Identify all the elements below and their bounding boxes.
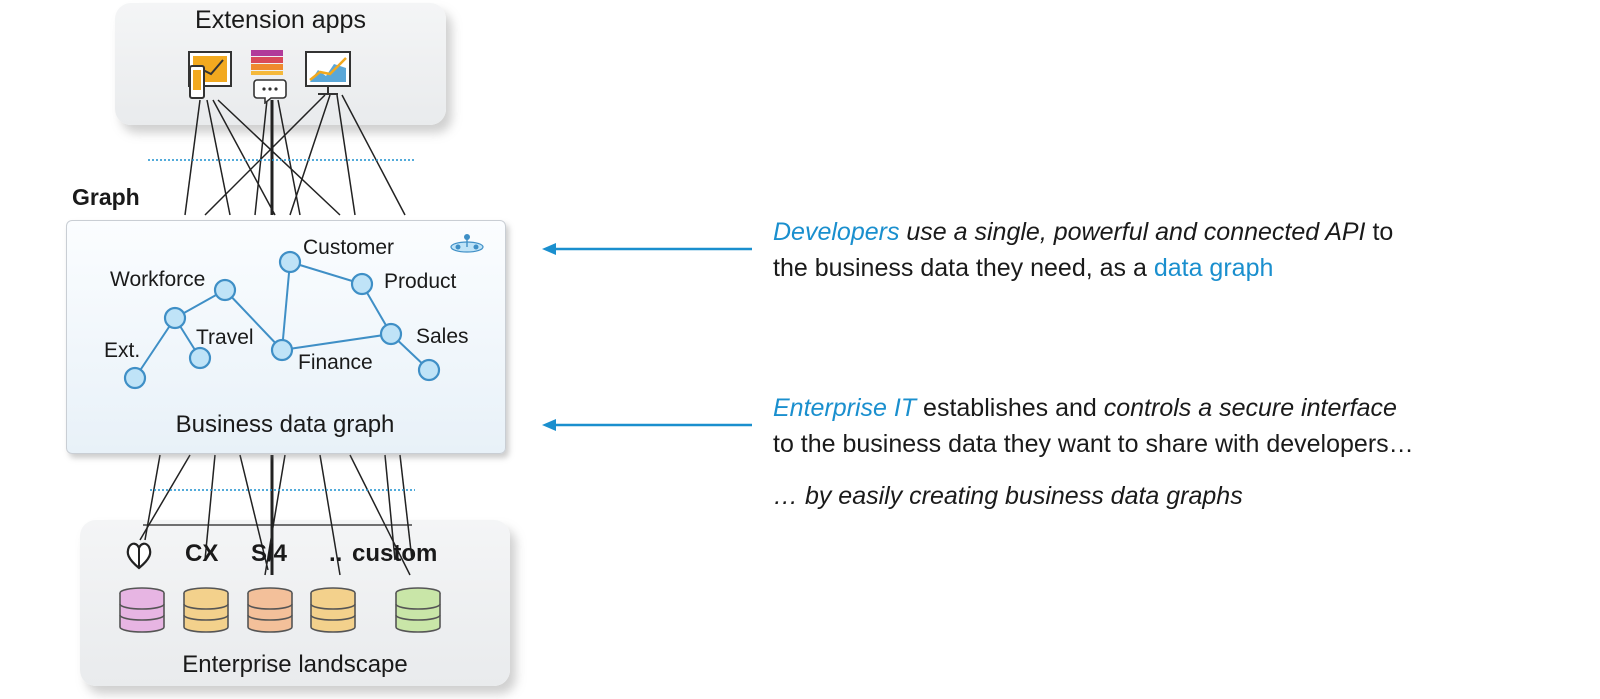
graph-node-travel (188, 346, 212, 370)
system-label-cx: CX (185, 540, 219, 567)
description-enterprise-it: Enterprise IT establishes and controls a… (773, 394, 1414, 458)
node-label-workforce: Workforce (110, 268, 206, 291)
graph-node-customer (278, 250, 302, 274)
graph-title: Business data graph (175, 411, 395, 438)
graph-node-product (350, 272, 374, 296)
node-label-finance: Finance (298, 351, 373, 374)
arrow-left-icon (542, 419, 556, 431)
term-enterprise-it: Enterprise IT (773, 394, 917, 422)
system-label-ellipsis: .. (329, 540, 343, 567)
graph-logo-icon (450, 234, 484, 253)
description-graphs: … by easily creating business data graph… (773, 482, 1243, 510)
node-label-ext: Ext. (104, 339, 141, 362)
graph-heading: Graph (72, 184, 140, 210)
chat-feed-icon (251, 50, 287, 104)
node-label-customer: Customer (303, 236, 395, 259)
extension-apps-title: Extension apps (195, 6, 366, 34)
node-label-travel: Travel (196, 326, 254, 349)
node-label-sales: Sales (416, 325, 469, 348)
heart-leaf-icon (126, 542, 152, 570)
monitor-chart-icon (305, 51, 351, 95)
graph-node-workforce (213, 278, 237, 302)
tablet-chart-icon (188, 51, 232, 99)
graph-node-ext (123, 366, 147, 390)
term-data-graph: data graph (1153, 254, 1274, 282)
graph-node-sales-link (379, 322, 403, 346)
graph-node-workforce-link (163, 306, 187, 330)
arrow-left-icon (542, 243, 556, 255)
graph-node-finance (270, 338, 294, 362)
node-label-product: Product (384, 270, 457, 293)
system-label-s4: S/4 (251, 540, 288, 567)
enterprise-landscape-title: Enterprise landscape (182, 651, 408, 678)
description-developers: Developers use a single, powerful and co… (773, 218, 1394, 282)
term-developers: Developers (773, 218, 900, 246)
system-label-custom: custom (352, 540, 438, 567)
graph-node-sales (417, 358, 441, 382)
